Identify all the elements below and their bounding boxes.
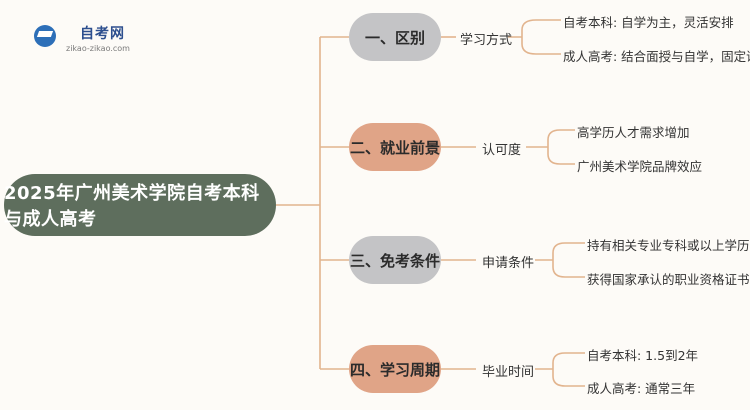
leaf-2-2: 广州美术学院品牌效应 [577,159,703,174]
branch-node-2: 二、就业前景 [349,123,441,171]
mid-node-2: 认可度 [482,143,522,158]
branch-node-4: 四、学习周期 [349,345,441,393]
site-logo[interactable]: 自考网 zikao-zikao.com [18,12,148,56]
leaf-1-1: 自考本科: 自学为主，灵活安排 [563,15,734,30]
root-node: 2025年广州美术学院自考本科与成人高考 [4,174,276,236]
leaf-3-1: 持有相关专业专科或以上学历 [587,238,750,253]
mid-node-1: 学习方式 [460,33,513,48]
leaf-bracket-1 [508,19,561,55]
leaf-3-2: 获得国家承认的职业资格证书 [587,272,750,287]
mid-node-4: 毕业时间 [482,365,535,380]
branch-node-1: 一、区别 [349,13,441,61]
logo-name: 自考网 [80,26,125,42]
trunk-line [276,37,321,369]
cap-shape [36,31,54,37]
leaf-4-2: 成人高考: 通常三年 [587,381,696,396]
branch-node-3: 三、免考条件 [349,236,441,284]
leaf-bracket-2 [526,129,575,165]
leaf-4-1: 自考本科: 1.5到2年 [587,348,699,363]
leaf-2-1: 高学历人才需求增加 [577,125,690,140]
logo-url: zikao-zikao.com [66,44,130,53]
leaf-1-2: 成人高考: 结合面授与自学，固定课程 [563,49,750,64]
leaf-bracket-4 [535,352,585,387]
mid-node-3: 申请条件 [482,256,535,271]
leaf-bracket-3 [535,242,585,278]
